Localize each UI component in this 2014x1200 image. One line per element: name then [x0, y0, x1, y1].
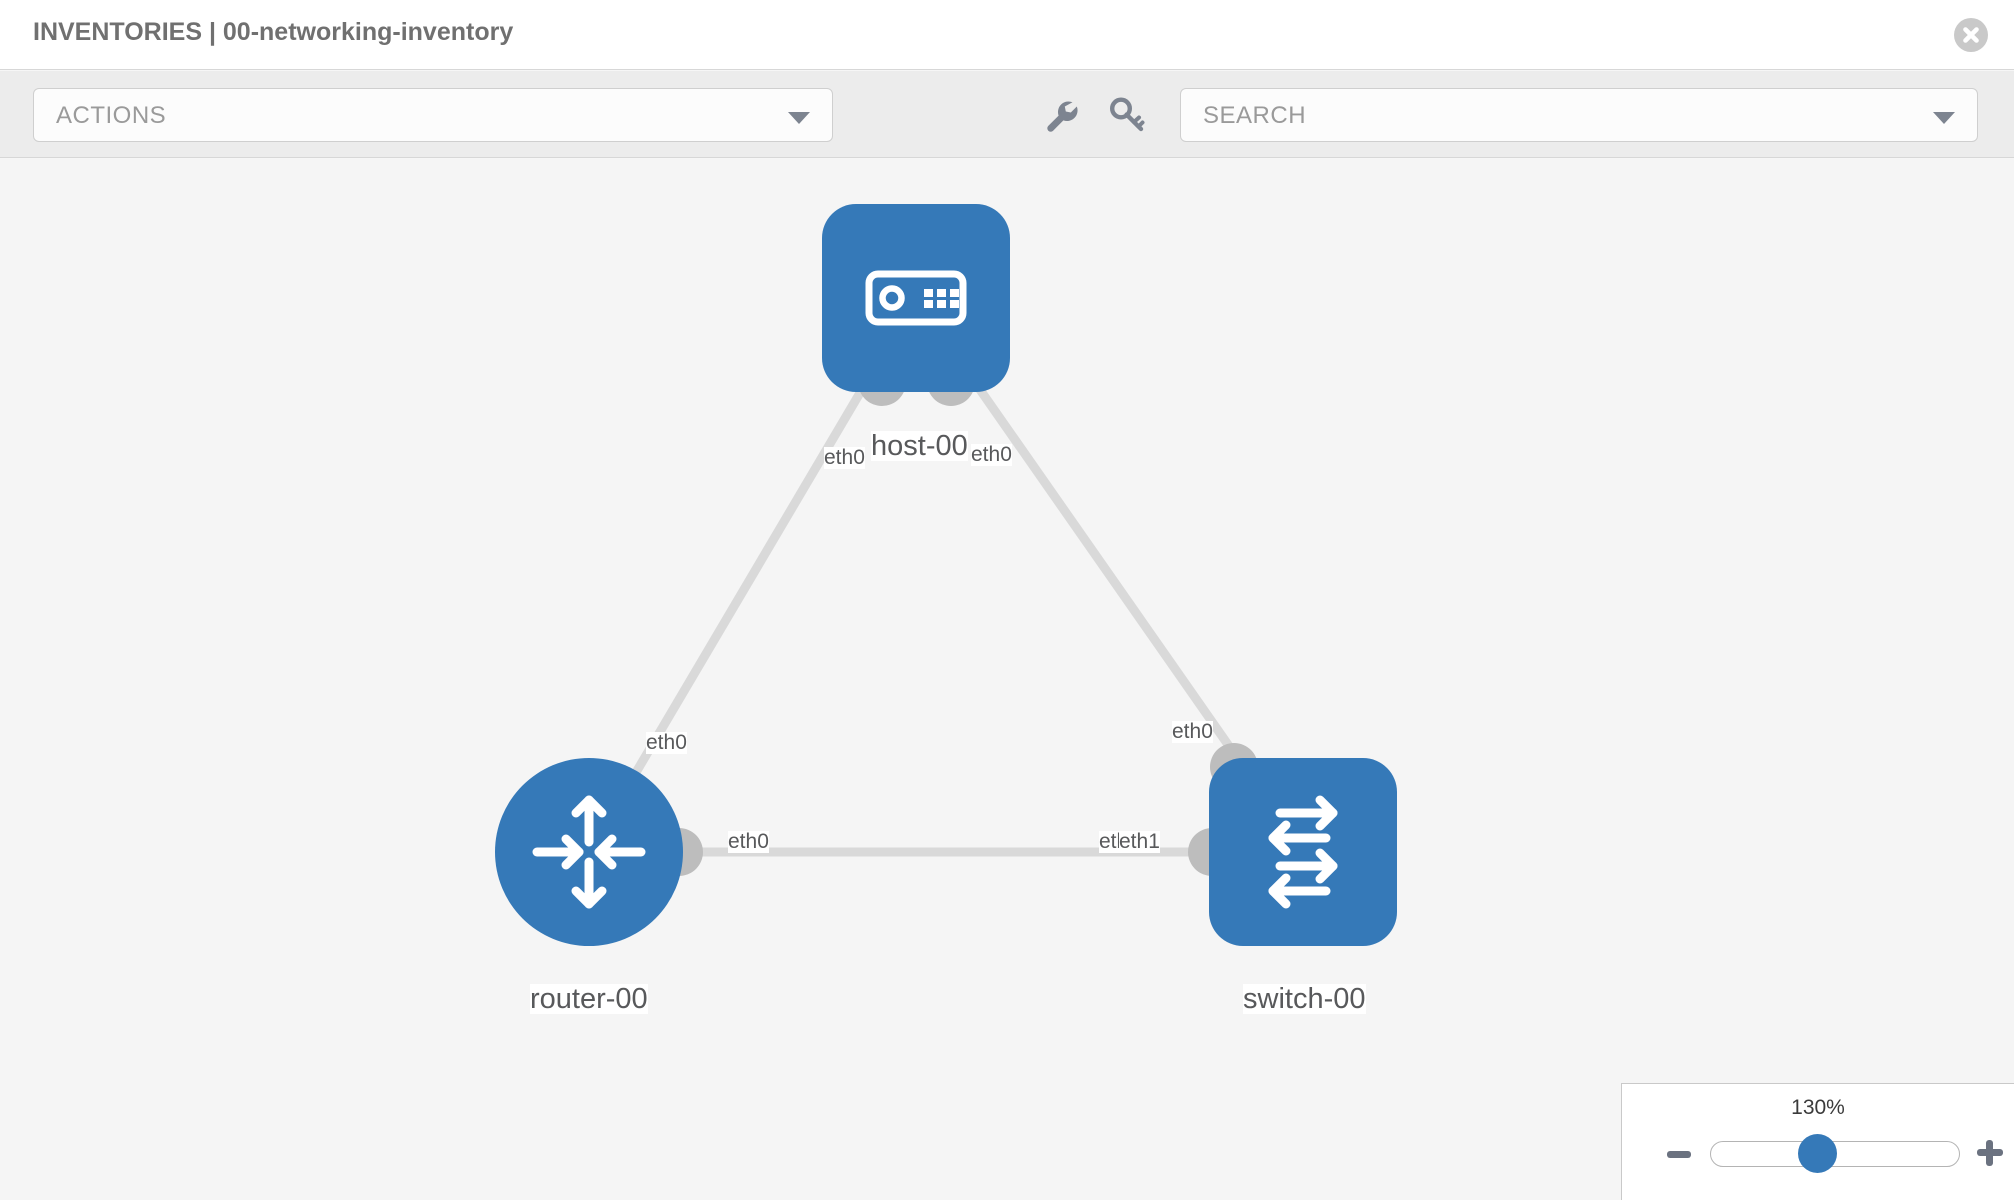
node-router-00[interactable]: [495, 758, 683, 946]
edge-label: eth1: [1119, 830, 1160, 854]
edge-label: eth0: [646, 731, 687, 755]
edge-label: eth0: [971, 443, 1012, 467]
zoom-control-panel: 130%: [1621, 1083, 2014, 1200]
toolbar: ACTIONS SEARCH: [0, 71, 2014, 158]
node-switch-00[interactable]: [1209, 758, 1397, 946]
chevron-down-icon[interactable]: [1933, 112, 1955, 124]
node-label-host-00: host-00: [871, 430, 968, 462]
actions-dropdown-label: ACTIONS: [56, 102, 167, 129]
app-header: INVENTORIES | 00-networking-inventory: [0, 0, 2014, 70]
node-host-00[interactable]: [822, 204, 1010, 392]
wrench-icon[interactable]: [1038, 93, 1082, 137]
edge-label: eth0: [728, 830, 769, 854]
topology-canvas[interactable]: eth0 host-00 eth0 eth0 eth0 eth0 eth0 et…: [0, 159, 2014, 1200]
topology-graph: [495, 204, 1397, 946]
page-title: INVENTORIES | 00-networking-inventory: [33, 18, 514, 46]
node-label-switch-00: switch-00: [1243, 983, 1366, 1015]
plus-icon[interactable]: [1977, 1140, 2003, 1166]
node-label-router-00: router-00: [530, 983, 648, 1015]
key-icon[interactable]: [1105, 93, 1149, 137]
chevron-down-icon: [788, 112, 810, 124]
actions-dropdown[interactable]: ACTIONS: [33, 88, 833, 142]
search-placeholder: SEARCH: [1203, 102, 1307, 129]
edge-label: eth0: [1172, 720, 1213, 744]
zoom-level-value: 130%: [1791, 1096, 1845, 1119]
zoom-slider-thumb[interactable]: [1798, 1134, 1837, 1173]
close-icon[interactable]: [1954, 18, 1988, 52]
search-input[interactable]: SEARCH: [1180, 88, 1978, 142]
edge-label: eth0: [824, 446, 865, 470]
minus-icon[interactable]: [1667, 1151, 1691, 1158]
